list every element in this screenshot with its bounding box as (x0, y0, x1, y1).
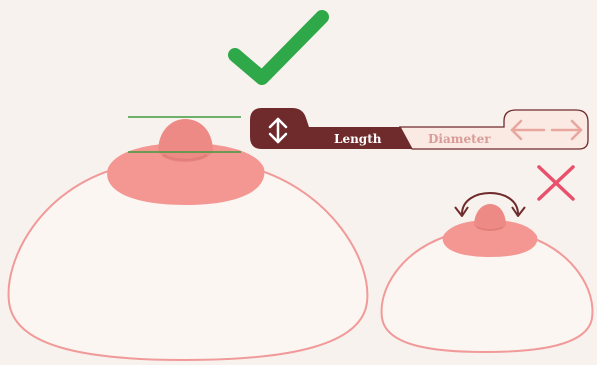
areola-large (107, 143, 265, 205)
diameter-tab[interactable] (410, 108, 589, 150)
nipple-shadow-large (162, 153, 208, 162)
nipple-small (474, 204, 506, 231)
nipple-shadow-small (476, 226, 504, 231)
breast-outline-small (380, 235, 594, 354)
areola-small (442, 220, 538, 257)
breast-illustration-correct (7, 116, 369, 362)
checkmark-icon (228, 10, 329, 85)
nipple-large (158, 119, 213, 161)
horizontal-arrows-icon (510, 119, 583, 141)
cross-icon (537, 165, 575, 201)
length-tab[interactable] (250, 108, 410, 150)
measurement-toggle (250, 108, 589, 150)
rotation-arrow-icon (461, 192, 519, 215)
breast-outline-large (7, 167, 369, 362)
length-tab-background (250, 108, 412, 149)
diameter-tab-label: Diameter (428, 132, 491, 146)
breast-illustration-incorrect (380, 192, 594, 354)
rotation-arrowhead-right (511, 206, 526, 217)
rotation-arrowhead-left (454, 206, 469, 217)
length-tab-label: Length (334, 132, 382, 146)
vertical-arrows-icon (268, 117, 288, 144)
toggle-light-track (398, 109, 589, 150)
